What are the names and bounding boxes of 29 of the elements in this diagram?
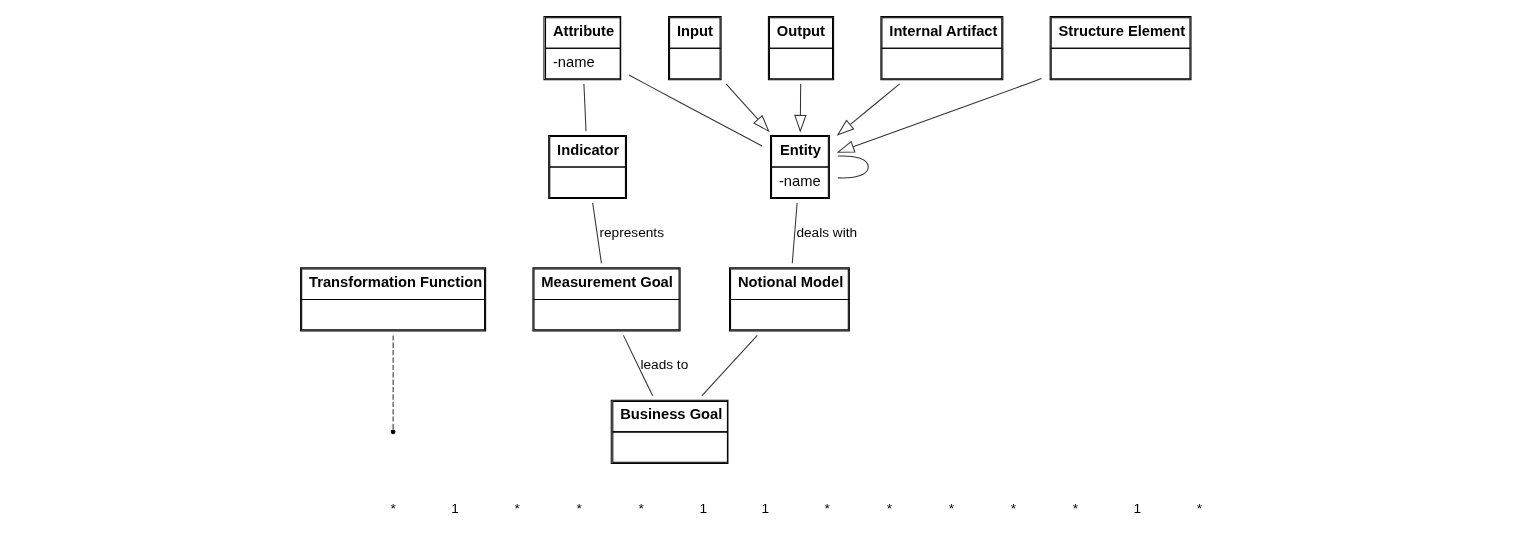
label: 1 — [699, 501, 708, 517]
connector — [791, 202, 798, 264]
label: * — [1072, 501, 1079, 517]
arrow — [794, 83, 807, 133]
label: * — [824, 501, 830, 517]
label: * — [948, 501, 954, 517]
edge-label: deals with — [796, 224, 858, 240]
connector — [837, 155, 869, 179]
arrow — [836, 78, 1042, 153]
arrow — [725, 83, 770, 133]
arrow — [836, 83, 901, 136]
connector — [583, 83, 587, 132]
connector — [701, 334, 758, 397]
label: * — [638, 501, 644, 517]
label: * — [886, 501, 892, 517]
label: 1 — [451, 501, 459, 517]
connector — [592, 202, 602, 264]
connector — [622, 334, 654, 397]
connector — [392, 334, 394, 431]
label: * — [1196, 501, 1203, 517]
label: * — [514, 501, 520, 517]
edge-label: represents — [599, 224, 665, 240]
edge-label: leads to — [640, 357, 689, 373]
label: * — [1010, 501, 1017, 517]
label: * — [390, 501, 396, 517]
connector — [628, 74, 763, 147]
label: * — [576, 501, 582, 517]
label: 1 — [1133, 501, 1142, 517]
label: 1 — [761, 501, 770, 517]
